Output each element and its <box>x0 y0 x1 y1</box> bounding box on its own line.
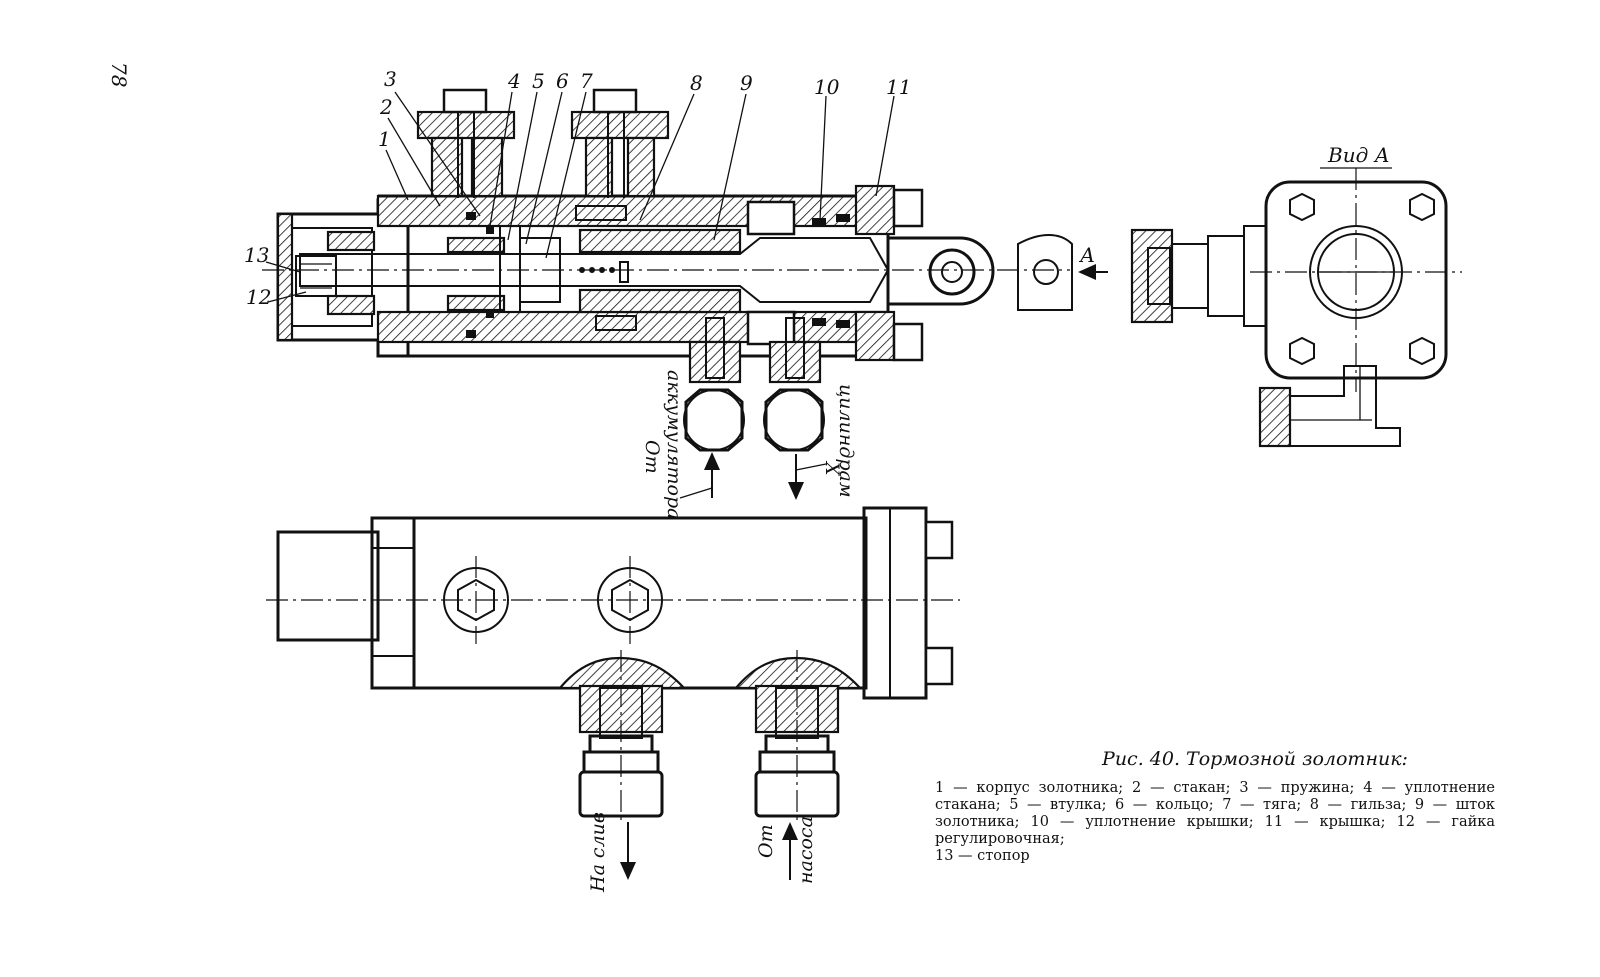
from-pump-label-1: От <box>755 824 777 858</box>
figure-caption: Рис. 40. Тормозной золотник: 1 — корпус … <box>935 748 1495 865</box>
leader-lines <box>265 91 895 303</box>
part-label-11: 11 <box>886 75 911 99</box>
part-label-9: 9 <box>740 71 753 95</box>
to-drain-label: На слив <box>587 812 609 893</box>
part-label-12: 12 <box>246 285 271 309</box>
part-label-3: 3 <box>384 67 397 91</box>
view-a <box>1017 168 1462 448</box>
part-label-5: 5 <box>532 69 545 93</box>
page-number: 78 <box>107 62 131 87</box>
part-label-4: 4 <box>507 69 521 93</box>
caption-legend-last: 13 — стопор <box>935 848 1030 864</box>
part-label-10: 10 <box>814 75 840 99</box>
caption-title: Рис. 40. Тормозной золотник: <box>1102 748 1408 770</box>
view-a-title: Вид А <box>1327 143 1390 167</box>
from-accumulator-label-2: аккумулятора <box>663 370 685 519</box>
external-view <box>266 506 960 880</box>
to-cylinders-label: цилиндрам <box>835 384 857 498</box>
part-label-6: 6 <box>556 69 569 93</box>
part-label-8: 8 <box>690 71 703 95</box>
part-label-7: 7 <box>580 69 593 93</box>
spool-detent-dots <box>579 261 629 283</box>
from-pump-label-2: насоса <box>795 816 817 884</box>
part-label-1: 1 <box>378 127 391 151</box>
part-label-13: 13 <box>244 243 269 267</box>
arrow-a-label: А <box>1078 243 1095 267</box>
from-accumulator-label-1: От <box>641 440 663 474</box>
part-label-2: 2 <box>379 95 393 119</box>
caption-legend-text: 1 — корпус золотника; 2 — стакан; 3 — пр… <box>935 780 1495 847</box>
x-mark-label: Х <box>821 460 843 477</box>
caption-legend: 1 — корпус золотника; 2 — стакан; 3 — пр… <box>935 780 1495 865</box>
